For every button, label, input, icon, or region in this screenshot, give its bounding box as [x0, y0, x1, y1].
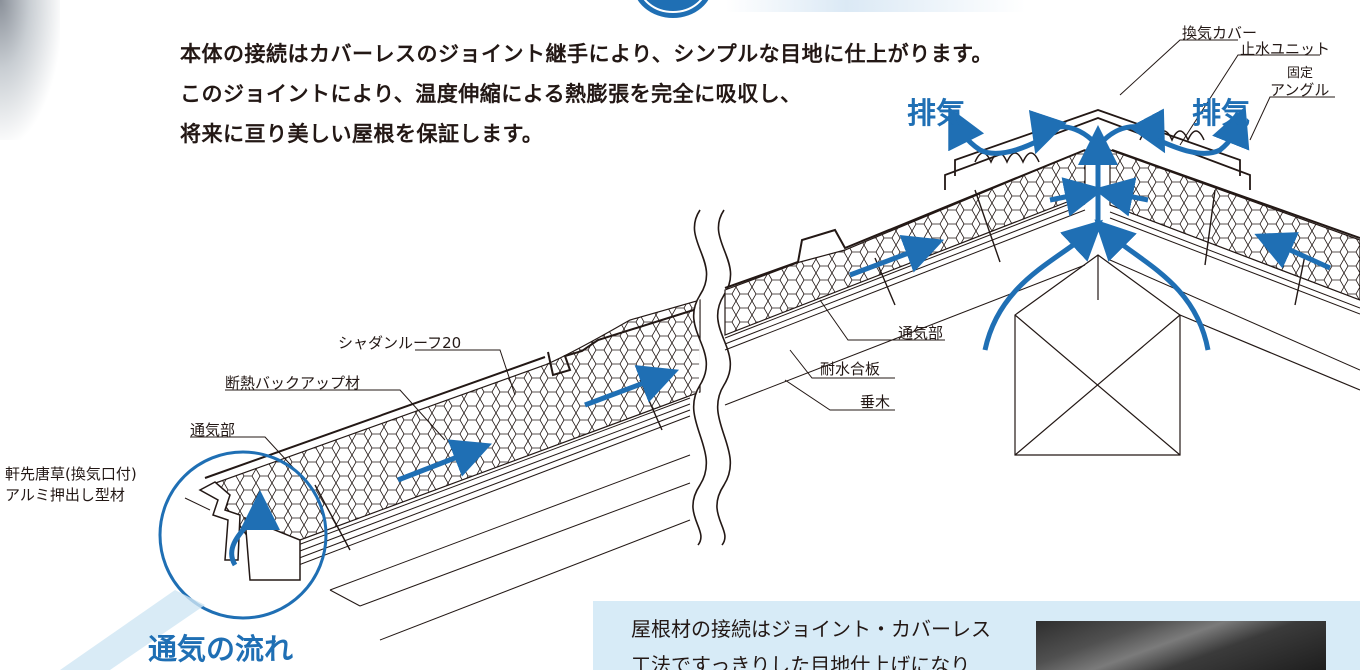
- label-tsuki-right: 通気部: [898, 324, 944, 342]
- gable-wall: [1014, 254, 1360, 456]
- intro-line-2: このジョイントにより、温度伸縮による熱膨張を完全に吸収し、: [180, 82, 802, 106]
- leader-lines: [184, 39, 1335, 511]
- wave-break-icon: [692, 209, 732, 546]
- left-substrate: [289, 389, 691, 641]
- label-flow: 通気の流れ: [148, 632, 294, 666]
- eaves-profile: [198, 481, 301, 581]
- label-angle: アングル: [1270, 81, 1330, 99]
- detail-pointer: [60, 590, 205, 670]
- label-kanki-cover: 換気カバー: [1182, 24, 1258, 42]
- corner-shade: [0, 0, 60, 140]
- note-line-1: 屋根材の接続はジョイント・カバーレス: [631, 617, 991, 641]
- note-line-2: 工法ですっきりした目地仕上げになり: [631, 653, 971, 670]
- label-haiki-left: 排気: [907, 96, 966, 130]
- right-insulation-left: [724, 149, 1086, 336]
- label-taisui: 耐水合板: [820, 360, 881, 378]
- label-nokisaki-2: アルミ押出し型材: [5, 486, 125, 504]
- joint-photo: [1036, 621, 1326, 670]
- title-strip: [726, 0, 1026, 12]
- label-kotei: 固定: [1287, 66, 1314, 81]
- label-taruki: 垂木: [860, 393, 891, 411]
- label-shisui-unit: 止水ユニット: [1240, 40, 1331, 58]
- intro-line-3: 将来に亘り美しい屋根を保証します。: [180, 122, 544, 146]
- section-badge-icon: [637, 0, 709, 18]
- left-insulation: [209, 299, 701, 541]
- right-roof-skin: [724, 149, 1360, 289]
- label-nokisaki-1: 軒先唐草(換気口付): [5, 465, 137, 483]
- ridge-cover: [944, 109, 1251, 190]
- intro-line-1: 本体の接続はカバーレスのジョイント継手により、シンプルな目地に仕上がります。: [180, 42, 994, 66]
- note-box: 屋根材の接続はジョイント・カバーレス 工法ですっきりした目地仕上げになり: [593, 601, 1360, 670]
- note-text: 屋根材の接続はジョイント・カバーレス 工法ですっきりした目地仕上げになり: [631, 611, 991, 670]
- flow-arrow-icon: [229, 106, 1332, 567]
- left-roof-skin: [204, 307, 701, 479]
- detail-circle: [158, 450, 328, 620]
- label-shadan: シャダンルーフ20: [338, 334, 462, 352]
- label-dannetsu: 断熱バックアップ材: [225, 374, 361, 392]
- label-tsuki-left: 通気部: [190, 421, 236, 439]
- label-haiki-right: 排気: [1192, 96, 1251, 130]
